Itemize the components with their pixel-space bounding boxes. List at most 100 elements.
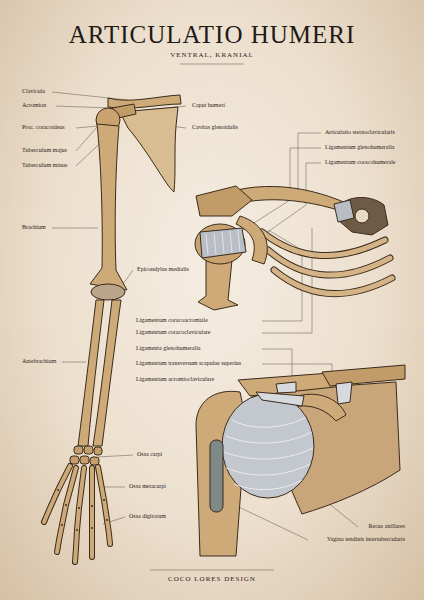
part-label: Vagina tendinis intertubercularis bbox=[327, 536, 405, 542]
joint-capsule bbox=[222, 394, 314, 498]
leader-line bbox=[62, 362, 86, 363]
leader-line bbox=[102, 487, 125, 488]
finger bbox=[98, 467, 110, 544]
bone-outline bbox=[44, 466, 110, 562]
humeral-head bbox=[195, 224, 245, 264]
rib bbox=[274, 270, 392, 294]
part-label: VENTRAL, KRANIAL bbox=[170, 52, 254, 59]
fiber bbox=[232, 418, 305, 427]
finger bbox=[98, 467, 110, 544]
leader-line bbox=[52, 228, 98, 229]
humerus bbox=[198, 258, 238, 310]
part-label: Tuberculum majus bbox=[22, 147, 67, 153]
part-label: Ligamentum acromioclaviculare bbox=[136, 376, 214, 382]
fiber bbox=[206, 234, 208, 255]
rib bbox=[274, 270, 392, 294]
part-label: Ligamentum coracoacromiale bbox=[136, 317, 208, 323]
part-label: Brachium bbox=[22, 224, 46, 230]
part-label: Articulatio sternoclavicularis bbox=[325, 129, 395, 135]
joint bbox=[57, 489, 59, 491]
carpal bbox=[94, 447, 102, 455]
hand-bones bbox=[44, 466, 110, 562]
joint bbox=[78, 507, 80, 509]
joint bbox=[76, 529, 78, 531]
ventral-shoulder-view bbox=[196, 365, 405, 556]
joint bbox=[91, 505, 93, 507]
joint bbox=[65, 504, 67, 506]
leader-line bbox=[298, 133, 321, 192]
finger bbox=[75, 468, 84, 562]
carpal bbox=[80, 456, 89, 464]
scapula bbox=[120, 107, 178, 192]
joint bbox=[61, 524, 63, 526]
fiber bbox=[226, 464, 310, 475]
part-label: Caput humeri bbox=[192, 102, 225, 108]
joint-capsule bbox=[200, 228, 246, 258]
part-label: Tuberculum minus bbox=[22, 162, 67, 168]
fiber bbox=[226, 432, 312, 443]
tendon-sheath bbox=[210, 440, 223, 512]
fiber bbox=[222, 232, 224, 254]
carpals bbox=[70, 446, 102, 465]
fiber bbox=[238, 230, 240, 252]
bone-fill bbox=[44, 466, 110, 562]
ulna bbox=[93, 300, 121, 446]
cranial-shoulder-view bbox=[195, 186, 392, 310]
carpal bbox=[74, 446, 83, 454]
acromioclavicular-ligament bbox=[276, 382, 296, 393]
acromion bbox=[196, 186, 252, 216]
coracoacromial-ligament bbox=[256, 392, 304, 406]
carpal bbox=[70, 456, 79, 464]
rib bbox=[262, 232, 385, 256]
part-label: Proc. coracoideus bbox=[22, 124, 65, 130]
part-label: COCO LORES DESIGN bbox=[168, 576, 256, 583]
joint bbox=[103, 499, 105, 501]
poster-title: ARTICULATIO HUMERI bbox=[0, 22, 424, 47]
part-label: Ligamentum transversum scapulae superius bbox=[136, 360, 241, 366]
part-label: Ossa digitorum bbox=[129, 513, 166, 519]
part-label: Recus axillares bbox=[369, 523, 406, 529]
elbow bbox=[91, 284, 125, 300]
fiber bbox=[224, 448, 313, 459]
carpal bbox=[90, 457, 99, 465]
rule bbox=[180, 64, 244, 65]
coracoclavicular-ligament bbox=[336, 382, 352, 404]
arm-skeleton bbox=[70, 95, 181, 465]
part-label: Ossa metacarpi bbox=[129, 483, 166, 489]
capsule-fibers bbox=[206, 230, 240, 255]
humerus bbox=[90, 124, 127, 290]
part-label: Ligamentum coracohumerale bbox=[325, 159, 395, 165]
finger bbox=[75, 468, 84, 562]
part-label: Clavicula bbox=[22, 88, 45, 94]
part-label: Ligamentum glenohumeralia bbox=[325, 144, 394, 150]
part-label: Ligamentum coracoclaviculare bbox=[136, 329, 210, 335]
rib bbox=[268, 250, 390, 275]
finger bbox=[89, 468, 95, 557]
carpal bbox=[84, 446, 93, 454]
leader-line bbox=[56, 106, 110, 108]
part-label: Acromion bbox=[22, 102, 46, 108]
fiber bbox=[234, 480, 302, 490]
leader-line bbox=[98, 455, 133, 457]
part-label: Ossa carpi bbox=[137, 451, 162, 457]
joints bbox=[57, 489, 108, 531]
sternoclavicular-ligament bbox=[334, 200, 354, 222]
part-label: Epicondylus medialis bbox=[137, 266, 189, 272]
fiber bbox=[230, 231, 232, 253]
rib bbox=[268, 250, 390, 275]
vertebral-foramen bbox=[355, 209, 369, 223]
leader-line bbox=[76, 127, 97, 151]
joint bbox=[91, 527, 93, 529]
rib bbox=[262, 232, 385, 256]
capsule-fibers bbox=[224, 418, 313, 490]
joint bbox=[106, 519, 108, 521]
finger bbox=[57, 468, 76, 552]
part-label: Ligamenta glenohumeralia bbox=[136, 345, 200, 351]
rule bbox=[150, 570, 274, 571]
finger bbox=[57, 468, 76, 552]
part-label: Cavitas glenoidalis bbox=[192, 124, 238, 130]
clavicle bbox=[322, 365, 405, 386]
part-label: Antebrachium bbox=[22, 358, 56, 364]
